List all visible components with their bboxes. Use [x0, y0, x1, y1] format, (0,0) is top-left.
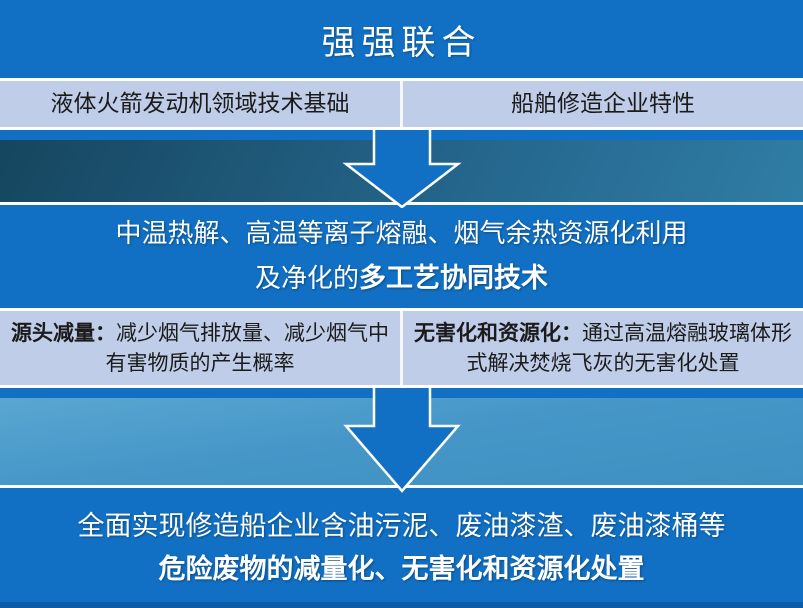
- arrow-zone-2: [0, 388, 803, 493]
- foundation-left-cell: 液体火箭发动机领域技术基础: [0, 81, 400, 127]
- technology-line-1: 中温热解、高温等离子熔融、烟气余热资源化利用: [115, 219, 688, 248]
- benefit-left-cell: 源头减量：减少烟气排放量、减少烟气中有害物质的产生概率: [0, 311, 400, 385]
- result-block: 全面实现修造船企业含油污泥、废油漆渣、废油漆桶等 危险废物的减量化、无害化和资源…: [0, 488, 803, 608]
- separator-line: [0, 308, 803, 311]
- benefit-left-body: 减少烟气排放量、减少烟气中有害物质的产生概率: [105, 320, 390, 375]
- arrow-zone-1: [0, 130, 803, 208]
- separator-line: [0, 78, 803, 81]
- result-line-1: 全面实现修造船企业含油污泥、废油漆渣、废油漆桶等: [77, 511, 726, 541]
- page-title: 强强联合: [321, 24, 482, 62]
- benefit-left-label: 源头减量：减少烟气排放量、减少烟气中有害物质的产生概率: [8, 318, 392, 379]
- separator-line: [0, 127, 803, 130]
- benefit-right-label: 无害化和资源化：通过高温熔融玻璃体形式解决焚烧飞灰的无害化处置: [411, 318, 795, 379]
- foundation-left-label: 液体火箭发动机领域技术基础: [50, 91, 350, 117]
- header-banner: 强强联合: [0, 0, 803, 78]
- separator-line: [0, 385, 803, 388]
- result-line-2: 危险废物的减量化、无害化和资源化处置: [158, 554, 645, 584]
- foundation-right-cell: 船舶修造企业特性: [403, 81, 803, 127]
- technology-line-2: 及净化的多工艺协同技术: [255, 265, 548, 292]
- benefit-right-cell: 无害化和资源化：通过高温熔融玻璃体形式解决焚烧飞灰的无害化处置: [403, 311, 803, 385]
- down-arrow-icon: [341, 130, 462, 208]
- technology-line-2-bold: 多工艺协同技术: [359, 263, 548, 293]
- benefit-right-lead: 无害化和资源化：: [414, 320, 582, 345]
- down-arrow-icon: [342, 388, 461, 493]
- foundation-row: 液体火箭发动机领域技术基础 船舶修造企业特性: [0, 81, 803, 127]
- column-divider: [400, 311, 403, 385]
- benefit-right-body: 通过高温熔融玻璃体形式解决焚烧飞灰的无害化处置: [466, 320, 793, 375]
- benefit-left-lead: 源头减量：: [11, 320, 116, 345]
- foundation-right-label: 船舶修造企业特性: [511, 91, 695, 117]
- column-divider: [400, 81, 403, 127]
- bottom-edge-strip: [0, 602, 803, 608]
- technology-block: 中温热解、高温等离子熔融、烟气余热资源化利用 及净化的多工艺协同技术: [0, 205, 803, 308]
- benefit-row: 源头减量：减少烟气排放量、减少烟气中有害物质的产生概率 无害化和资源化：通过高温…: [0, 311, 803, 385]
- technology-line-2-prefix: 及净化的: [254, 264, 359, 293]
